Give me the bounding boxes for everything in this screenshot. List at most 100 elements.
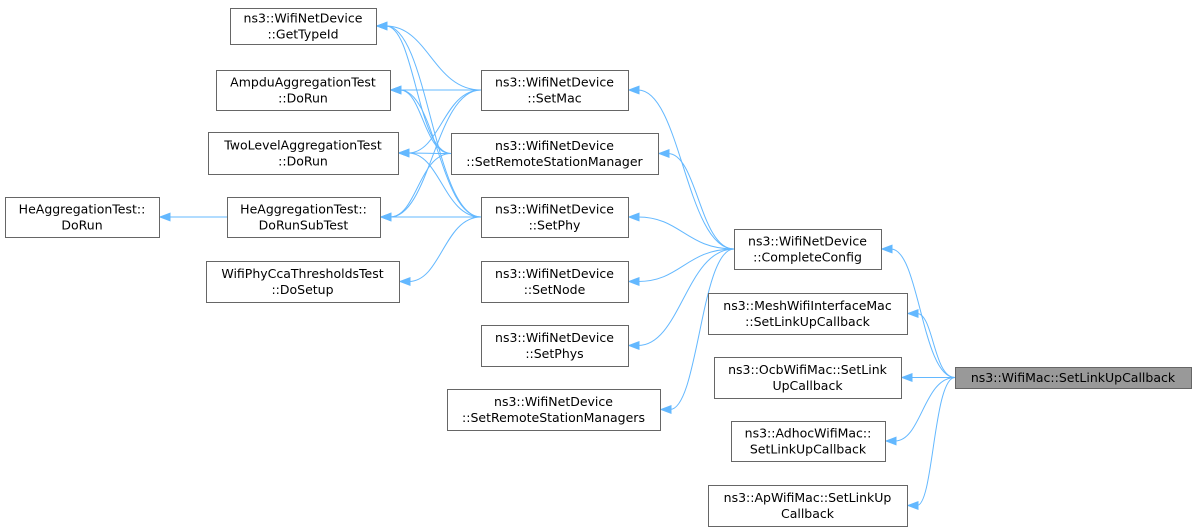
edge-adhoc-mac-to-target xyxy=(884,377,956,446)
node-label-line: UpCallback xyxy=(772,378,843,393)
node-label-line: ns3::WifiNetDevice xyxy=(494,394,613,409)
node-label-line: ns3::WifiNetDevice xyxy=(244,11,363,26)
node-box xyxy=(481,197,629,238)
edge-ampdu-do-run-to-set-rsm xyxy=(389,85,452,154)
edge-arrowhead xyxy=(884,436,897,446)
node-label-line: ns3::MeshWifiInterfaceMac xyxy=(723,298,892,313)
edge-arrowhead xyxy=(906,500,919,511)
edge-arrowhead xyxy=(389,85,402,95)
node-label-line: ::GetTypeId xyxy=(267,27,338,42)
edge-line xyxy=(637,216,735,250)
node-label-line: ::SetPhy xyxy=(529,218,581,233)
node-box xyxy=(714,357,902,399)
node-complete-config[interactable]: ns3::WifiNetDevice::CompleteConfig xyxy=(734,229,882,270)
node-box xyxy=(481,70,629,111)
edge-arrowhead xyxy=(379,212,392,222)
edge-line xyxy=(389,89,482,218)
edge-get-type-id-to-set-mac xyxy=(375,21,482,91)
node-label-line: ::SetMac xyxy=(527,91,581,106)
edge-arrowhead xyxy=(906,308,919,319)
node-set-rsm[interactable]: ns3::WifiNetDevice::SetRemoteStationMana… xyxy=(451,133,659,175)
edge-line xyxy=(890,248,956,378)
edge-ocb-mac-to-target xyxy=(900,372,955,383)
node-label-line: ns3::WifiNetDevice xyxy=(495,138,614,153)
node-box xyxy=(731,421,886,462)
edge-two-level-do-run-to-set-phy xyxy=(397,148,482,218)
edge-he-do-run-sub-test-to-set-phy xyxy=(379,212,481,222)
edge-line xyxy=(637,248,735,346)
node-ocb-mac[interactable]: ns3::OcbWifiMac::SetLinkUpCallback xyxy=(714,357,902,399)
node-label-line: ::CompleteConfig xyxy=(753,250,862,265)
node-box xyxy=(955,367,1192,389)
node-label-line: ns3::ApWifiMac::SetLinkUp xyxy=(724,490,892,505)
node-box xyxy=(708,293,908,335)
edge-arrowhead xyxy=(375,21,388,31)
node-label-line: ::SetRemoteStationManager xyxy=(466,154,643,169)
node-label-line: ::DoSetup xyxy=(271,282,333,297)
edge-set-rsm-to-complete-config xyxy=(657,148,735,250)
node-box xyxy=(481,261,629,303)
node-he-do-run[interactable]: HeAggregationTest::DoRun xyxy=(5,197,160,238)
node-ampdu-do-run[interactable]: AmpduAggregationTest::DoRun xyxy=(216,70,391,111)
node-box xyxy=(451,133,659,175)
edge-line xyxy=(916,377,956,506)
node-ap-mac[interactable]: ns3::ApWifiMac::SetLinkUpCallback xyxy=(708,485,908,527)
edge-cca-do-setup-to-set-phy xyxy=(398,216,482,287)
node-set-phys[interactable]: ns3::WifiNetDevice::SetPhys xyxy=(481,325,629,367)
node-label-line: SetLinkUpCallback xyxy=(750,442,867,457)
node-label-line: ::DoRun xyxy=(278,91,328,106)
node-set-phy[interactable]: ns3::WifiNetDevice::SetPhy xyxy=(481,197,629,238)
node-get-type-id[interactable]: ns3::WifiNetDevice::GetTypeId xyxy=(230,8,377,45)
node-label-line: ::SetLinkUpCallback xyxy=(745,314,870,329)
edge-line xyxy=(408,216,482,282)
node-set-rsms[interactable]: ns3::WifiNetDevice::SetRemoteStationMana… xyxy=(447,389,661,431)
node-label-line: TwoLevelAggregationTest xyxy=(223,138,382,153)
edge-line xyxy=(637,248,735,282)
node-label-line: ns3::WifiNetDevice xyxy=(495,75,614,90)
edge-get-type-id-to-set-phy xyxy=(375,21,482,218)
node-label-line: DoRun xyxy=(61,218,102,233)
node-label-line: ns3::AdhocWifiMac:: xyxy=(745,426,872,441)
edge-line xyxy=(385,25,482,91)
edge-line xyxy=(637,89,735,250)
edges-layer xyxy=(158,21,956,511)
node-set-mac[interactable]: ns3::WifiNetDevice::SetMac xyxy=(481,70,629,111)
node-box xyxy=(208,132,399,175)
edge-arrowhead xyxy=(659,404,672,415)
edge-arrowhead xyxy=(627,85,640,95)
node-cca-do-setup[interactable]: WifiPhyCcaThresholdsTest::DoSetup xyxy=(206,261,400,303)
edge-set-rsms-to-complete-config xyxy=(659,248,735,415)
node-box xyxy=(216,70,391,111)
edge-line xyxy=(399,89,452,154)
edge-line xyxy=(385,25,482,218)
node-he-do-run-sub-test[interactable]: HeAggregationTest::DoRunSubTest xyxy=(227,197,381,238)
node-box xyxy=(227,197,381,238)
edge-arrowhead xyxy=(900,372,913,383)
edge-set-node-to-complete-config xyxy=(627,248,735,287)
node-label-line: ::DoRun xyxy=(278,154,328,169)
node-two-level-do-run[interactable]: TwoLevelAggregationTest::DoRun xyxy=(208,132,399,175)
node-label-line: Callback xyxy=(781,506,835,521)
edge-arrowhead xyxy=(158,212,171,222)
edge-line xyxy=(667,153,735,250)
edge-arrowhead xyxy=(627,276,640,287)
node-box xyxy=(447,389,661,431)
edge-arrowhead xyxy=(397,148,410,158)
nodes-layer: ns3::WifiNetDevice::GetTypeIdAmpduAggreg… xyxy=(5,8,1192,527)
node-label-line: ns3::WifiNetDevice xyxy=(495,266,614,281)
edge-line xyxy=(669,248,735,410)
edge-complete-config-to-target xyxy=(880,244,956,378)
node-label-line: ns3::WifiNetDevice xyxy=(748,234,867,249)
node-label-line: ::SetNode xyxy=(524,282,586,297)
node-adhoc-mac[interactable]: ns3::AdhocWifiMac::SetLinkUpCallback xyxy=(731,421,886,462)
node-mesh-mac[interactable]: ns3::MeshWifiInterfaceMac::SetLinkUpCall… xyxy=(708,293,908,335)
node-box xyxy=(708,485,908,527)
node-box xyxy=(5,197,160,238)
node-label-line: HeAggregationTest:: xyxy=(240,202,367,217)
edge-arrowhead xyxy=(398,276,411,287)
node-set-node[interactable]: ns3::WifiNetDevice::SetNode xyxy=(481,261,629,303)
node-label-line: WifiPhyCcaThresholdsTest xyxy=(221,266,383,281)
edge-arrowhead xyxy=(627,340,640,351)
node-label-line: ns3::WifiMac::SetLinkUpCallback xyxy=(971,370,1176,385)
node-label-line: ns3::WifiNetDevice xyxy=(495,330,614,345)
